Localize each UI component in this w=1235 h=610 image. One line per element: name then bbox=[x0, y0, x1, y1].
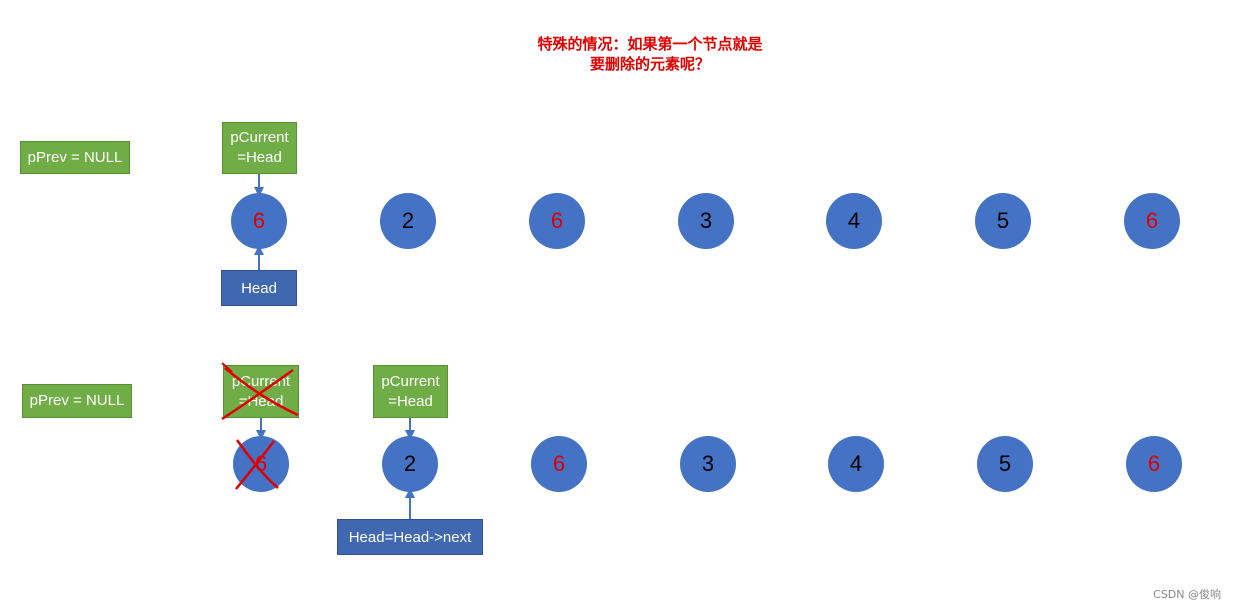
top-node-2: 2 bbox=[380, 193, 436, 249]
new-pcurrent-line2: =Head bbox=[388, 392, 433, 410]
bottom-node-1-value: 6 bbox=[254, 451, 268, 476]
top-node-7-value: 6 bbox=[1145, 208, 1159, 233]
bottom-node-2-value: 2 bbox=[403, 451, 417, 476]
top-node-4-value: 3 bbox=[699, 208, 713, 233]
new-pcurrent-line1: pCurrent bbox=[381, 372, 440, 390]
top-node-6-value: 5 bbox=[996, 208, 1010, 233]
cross-icon-pcurrent bbox=[221, 362, 299, 421]
watermark: CSDN @俊响 bbox=[1153, 588, 1221, 601]
bottom-node-3: 6 bbox=[531, 436, 587, 492]
title-line-1: 特殊的情况：如果第一个节点就是 bbox=[537, 35, 763, 53]
bottom-node-2: 2 bbox=[382, 436, 438, 492]
head-next-box: Head=Head->next bbox=[337, 519, 483, 555]
pcurrent-line1-top: pCurrent bbox=[230, 129, 289, 146]
bottom-node-4: 3 bbox=[680, 436, 736, 492]
bottom-node-4-value: 3 bbox=[701, 451, 715, 476]
diagram-title: 特殊的情况：如果第一个节点就是 要删除的元素呢？ bbox=[450, 34, 850, 74]
title-line-2: 要删除的元素呢？ bbox=[589, 55, 710, 73]
top-node-1: 6 bbox=[231, 193, 287, 249]
top-node-1-value: 6 bbox=[252, 208, 266, 233]
bottom-node-6-value: 5 bbox=[998, 451, 1012, 476]
old-pcurrent-line2: =Head bbox=[238, 392, 284, 410]
top-node-3-value: 6 bbox=[550, 208, 564, 233]
cross-icon-node bbox=[235, 439, 279, 490]
bottom-node-5-value: 4 bbox=[849, 451, 863, 476]
bottom-node-6: 5 bbox=[977, 436, 1033, 492]
pprev-box-bottom: pPrev = NULL bbox=[22, 384, 132, 418]
head-label-top: Head bbox=[241, 279, 277, 297]
pprev-box-top: pPrev = NULL bbox=[20, 141, 130, 174]
bottom-node-3-value: 6 bbox=[552, 451, 566, 476]
pcurrent-line2-top: =Head bbox=[237, 149, 282, 166]
pcurrent-box-top: pCurrent =Head bbox=[222, 122, 297, 174]
head-next-label: Head=Head->next bbox=[348, 528, 472, 546]
top-node-4: 3 bbox=[678, 193, 734, 249]
bottom-node-7-value: 6 bbox=[1147, 451, 1161, 476]
new-pcurrent-box: pCurrent =Head bbox=[373, 365, 448, 418]
pprev-label-bottom: pPrev = NULL bbox=[29, 392, 125, 409]
pprev-label-top: pPrev = NULL bbox=[27, 148, 123, 166]
top-node-6: 5 bbox=[975, 193, 1031, 249]
bottom-node-7: 6 bbox=[1126, 436, 1182, 492]
head-box-top: Head bbox=[221, 270, 297, 306]
top-node-2-value: 2 bbox=[401, 208, 415, 233]
top-node-3: 6 bbox=[529, 193, 585, 249]
top-node-5-value: 4 bbox=[847, 208, 861, 233]
bottom-node-5: 4 bbox=[828, 436, 884, 492]
top-node-7: 6 bbox=[1124, 193, 1180, 249]
top-node-5: 4 bbox=[826, 193, 882, 249]
